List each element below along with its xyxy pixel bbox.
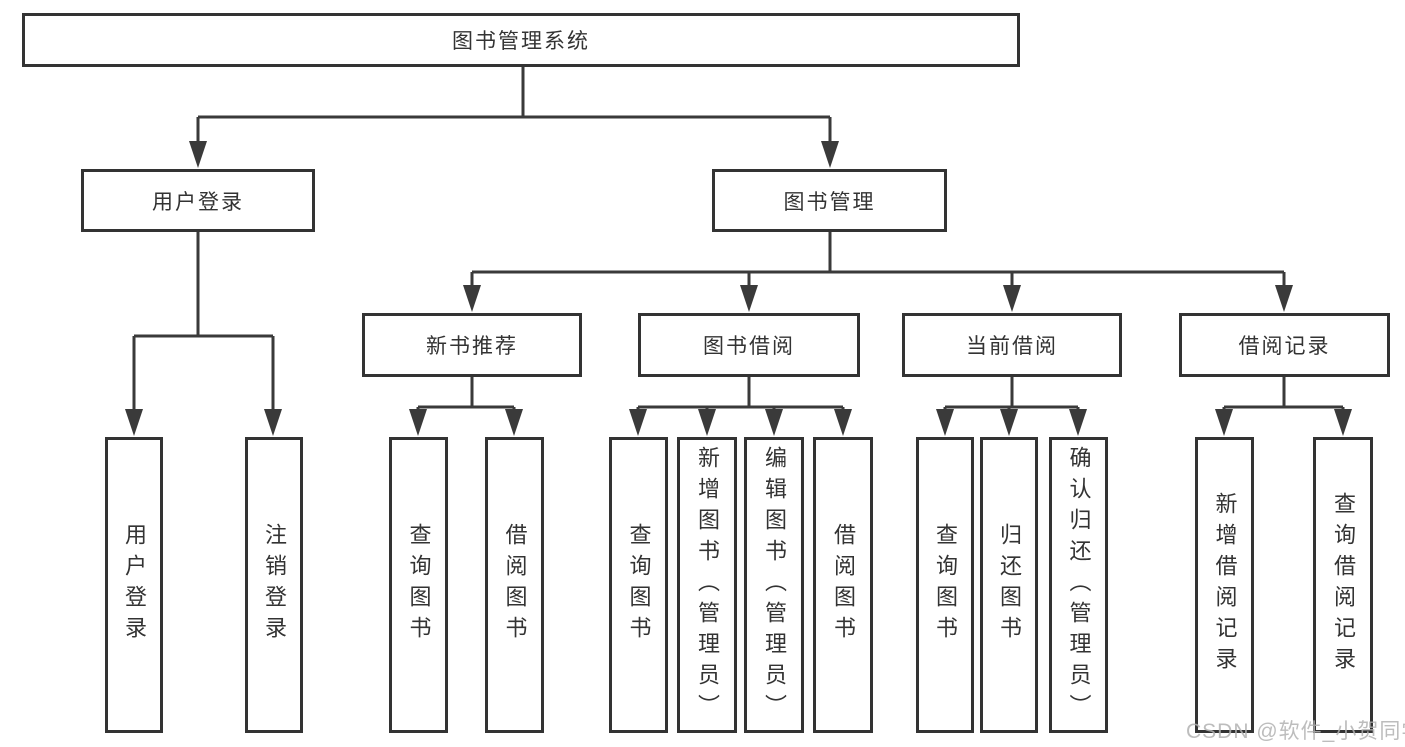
leaf-query-books-borrowing: 查询图书 [609,437,668,733]
node-label: 借阅记录 [1238,335,1331,358]
leaf-label: 新增借阅记录 [1212,492,1238,678]
leaf-confirm-return-admin: 确认归还（管理员） [1049,437,1108,733]
node-label: 图书管理 [783,190,876,214]
node-user-login: 用户登录 [81,169,315,232]
leaf-edit-book-admin: 编辑图书（管理员） [744,437,804,733]
leaf-query-books-recommend: 查询图书 [389,437,448,733]
leaf-label: 查询图书 [406,523,432,647]
node-book-management: 图书管理 [712,169,947,232]
leaf-add-book-admin: 新增图书（管理员） [677,437,737,733]
node-book-borrowing: 图书借阅 [638,313,860,377]
node-borrowing-records: 借阅记录 [1179,313,1390,377]
leaf-borrow-books-recommend: 借阅图书 [485,437,544,733]
leaf-query-borrow-record: 查询借阅记录 [1313,437,1373,733]
node-label: 当前借阅 [966,335,1058,358]
csdn-watermark: CSDN @软件_小贺同学 [1186,720,1405,743]
arrowheads [125,141,1352,436]
node-label: 新书推荐 [426,335,518,358]
leaf-borrow-books: 借阅图书 [813,437,873,733]
node-new-book-recommend: 新书推荐 [362,313,582,377]
leaf-return-books: 归还图书 [980,437,1038,733]
leaf-label: 确认归还（管理员） [1066,445,1092,725]
leaf-label: 注销登录 [262,523,287,647]
node-label: 图书借阅 [703,335,795,358]
leaf-add-borrow-record: 新增借阅记录 [1195,437,1254,733]
node-label: 图书管理系统 [452,30,590,53]
leaf-label: 借阅图书 [502,523,528,647]
leaf-label: 归还图书 [997,523,1022,647]
leaf-label: 用户登录 [122,523,147,647]
leaf-label: 编辑图书（管理员） [762,445,787,725]
leaf-user-login: 用户登录 [105,437,163,733]
leaf-label: 查询图书 [933,523,958,647]
node-library-management-system: 图书管理系统 [22,13,1020,67]
leaf-label: 借阅图书 [831,523,856,647]
node-current-borrowing: 当前借阅 [902,313,1122,377]
leaf-label: 查询借阅记录 [1331,492,1356,678]
leaf-label: 查询图书 [626,523,652,647]
leaf-query-books-current: 查询图书 [916,437,974,733]
node-label: 用户登录 [152,190,244,214]
leaf-label: 新增图书（管理员） [695,445,720,725]
leaf-logout: 注销登录 [245,437,303,733]
